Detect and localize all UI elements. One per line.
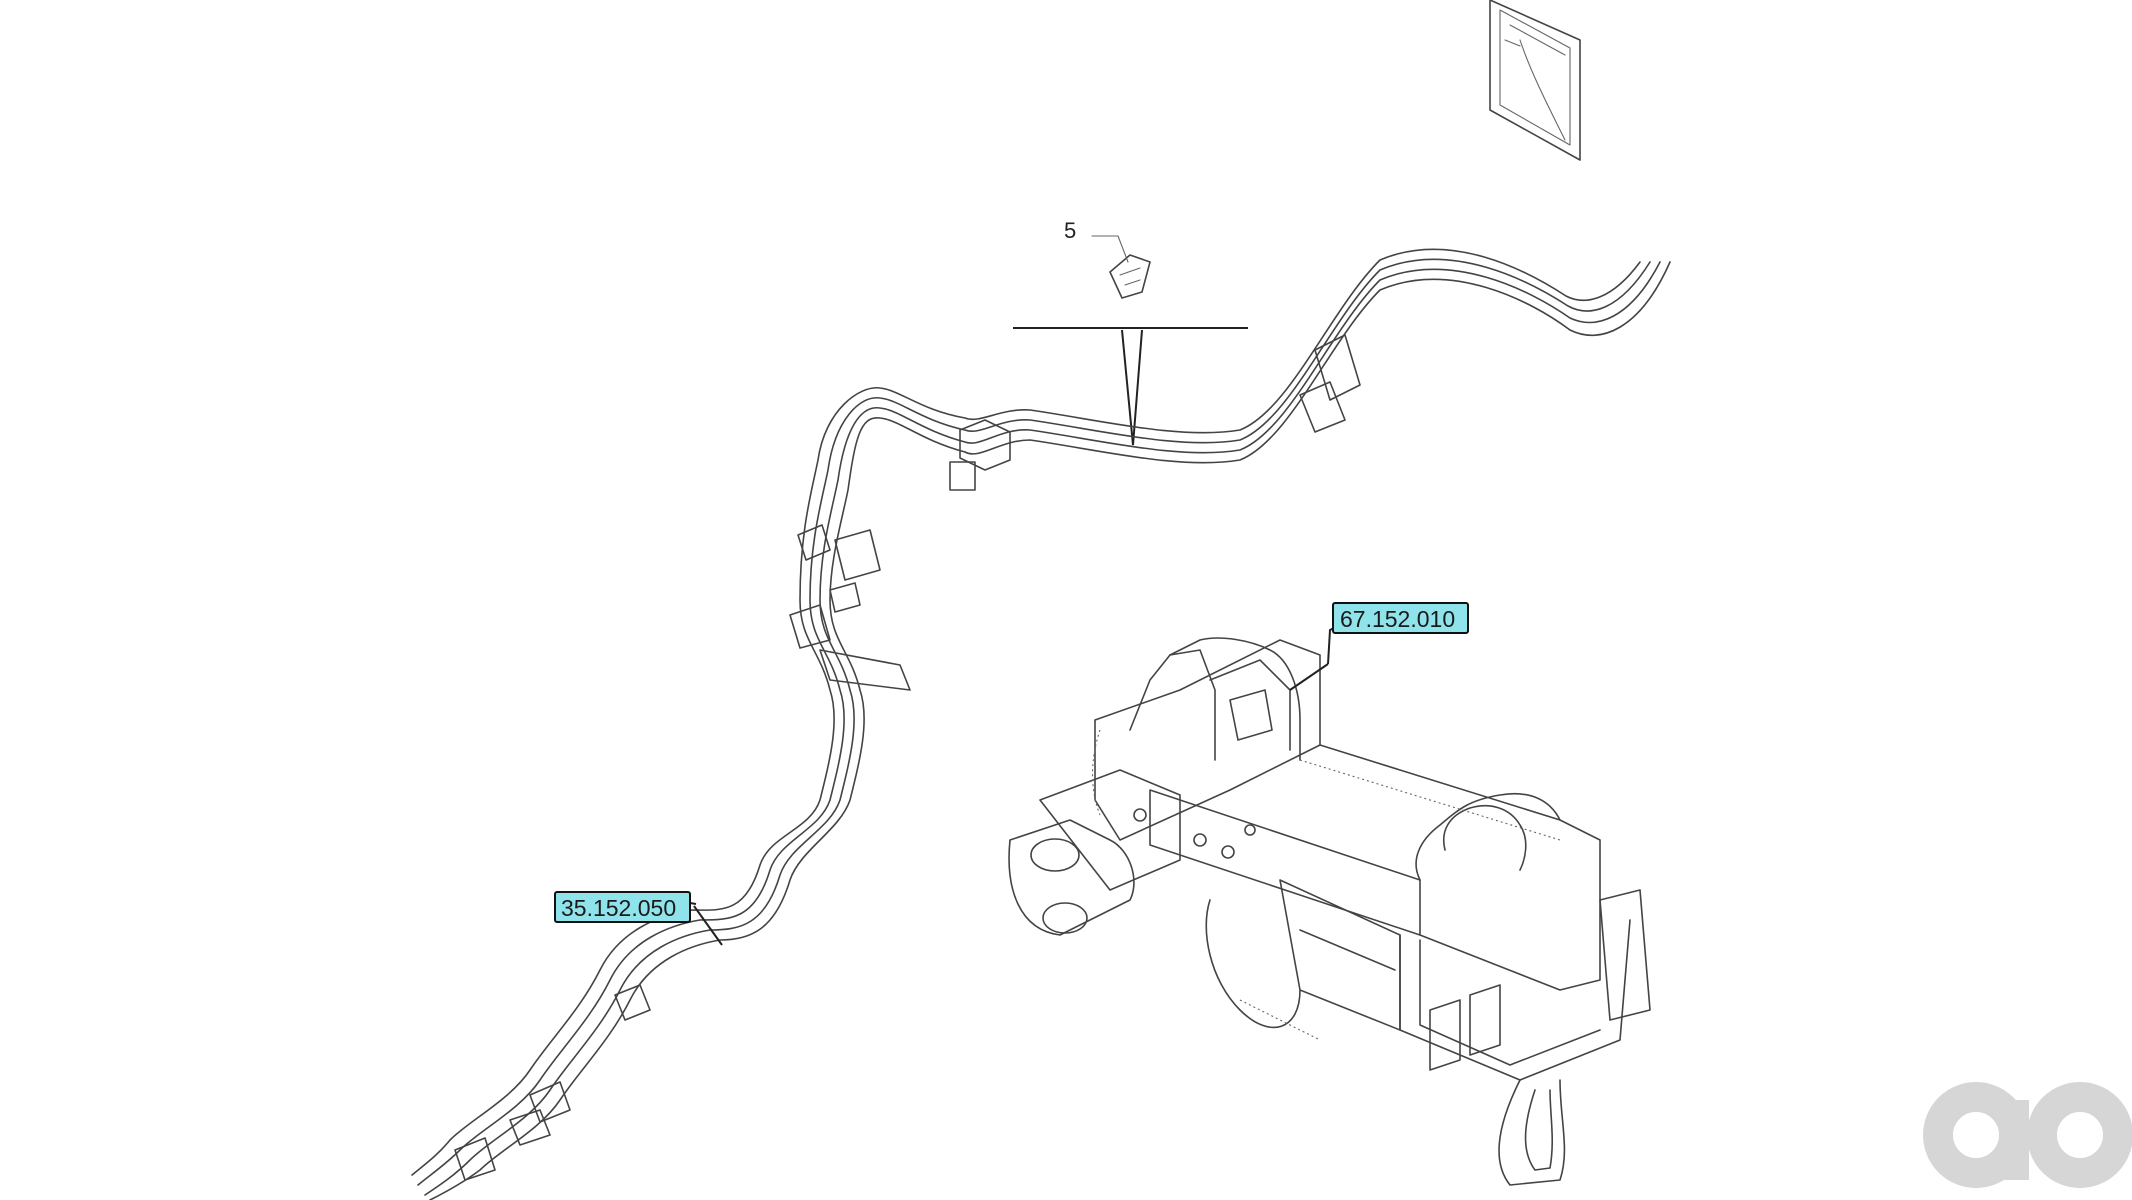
fitting-part-5 [1109,254,1151,299]
axle-housing-assembly [1008,637,1651,1186]
manual-booklet-icon [1489,0,1581,161]
callout-label-67-152-010: 67.152.010 [1340,606,1455,632]
callout-label-35-152-050: 35.152.050 [561,895,676,921]
ao-logo-icon [1923,1082,2132,1188]
hydraulic-pipes [411,248,1671,1200]
assembly-indicator-bracket [1013,327,1248,446]
part-number-5: 5 [1064,218,1076,243]
pipe-clamps [454,334,1361,1181]
part-5-leader-line [1091,235,1129,263]
callout-67-152-010[interactable]: 67.152.010 [1289,602,1469,691]
callout-35-152-050[interactable]: 35.152.050 [554,891,723,946]
